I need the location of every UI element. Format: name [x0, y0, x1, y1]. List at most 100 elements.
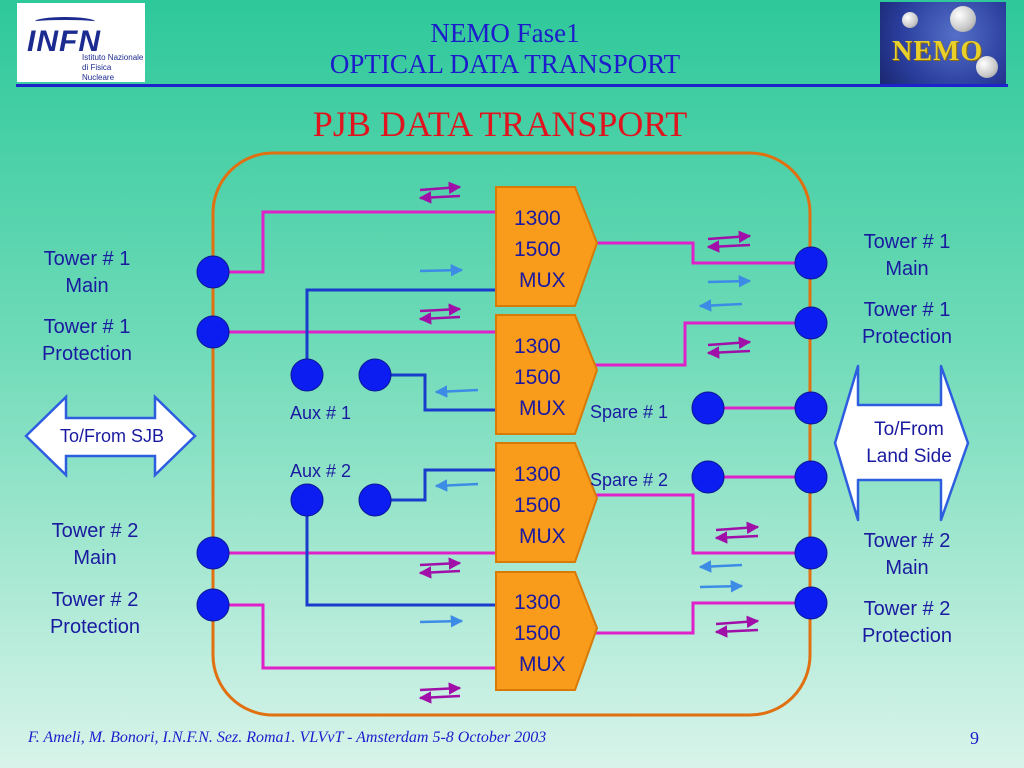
infn-subtitle-line1: Istituto Nazionale — [82, 53, 144, 62]
mux-line2: 1500 — [514, 622, 561, 645]
arrow-right-icon — [707, 336, 752, 350]
connector-node — [358, 358, 392, 392]
right-tower1-main-label: Tower # 1 Main — [842, 229, 972, 283]
arrow-left-icon — [434, 385, 479, 398]
label-line: Main — [885, 258, 929, 280]
title-line1: NEMO Fase1 — [430, 18, 580, 48]
left-tower2-protection-label: Tower # 2 Protection — [30, 587, 160, 641]
mux-block-3: 1300 1500 MUX — [495, 442, 599, 563]
mux-line3: MUX — [519, 269, 566, 292]
right-tower2-protection-label: Tower # 2 Protection — [842, 596, 972, 650]
arrow-right-icon — [715, 615, 760, 629]
label-line: Tower # 2 — [51, 520, 139, 542]
label-line: Main — [885, 557, 929, 579]
arrow-right-icon — [707, 275, 752, 288]
arrow-left-icon — [418, 312, 461, 325]
label-line: Protection — [49, 616, 141, 638]
connector-nodes — [196, 246, 828, 622]
connector-node — [691, 391, 725, 425]
left-tower2-main-label: Tower # 2 Main — [30, 518, 160, 572]
fiber-link — [375, 373, 500, 412]
infn-logo: INFN Istituto Nazionale di Fisica Nuclea… — [17, 3, 145, 82]
arrow-right-icon — [707, 230, 752, 244]
sjb-double-arrow — [24, 394, 197, 478]
right-tower1-protection-label: Tower # 1 Protection — [842, 297, 972, 351]
mux-line3: MUX — [519, 525, 566, 548]
label-line: Protection — [41, 343, 133, 365]
label-line: Tower # 1 — [863, 231, 951, 253]
label-line: Land Side — [866, 446, 952, 467]
mux-line2: 1500 — [514, 238, 561, 261]
fiber-link — [213, 210, 500, 274]
arrow-right-icon — [715, 521, 760, 535]
mux-block-4: 1300 1500 MUX — [495, 571, 599, 691]
label-line: Tower # 2 — [863, 598, 951, 620]
mux-line1: 1300 — [514, 207, 561, 230]
label-line: Main — [65, 275, 109, 297]
label-line: To/From — [874, 419, 944, 440]
label-line: Tower # 2 — [51, 589, 139, 611]
infn-logo-mark: INFN — [27, 25, 101, 58]
connector-node — [358, 483, 392, 517]
fiber-links-blue — [305, 288, 500, 607]
spare1-label: Spare # 1 — [590, 402, 669, 422]
connector-node — [196, 588, 230, 622]
fiber-link — [595, 601, 811, 635]
mux-line1: 1300 — [514, 335, 561, 358]
label-line: Protection — [861, 326, 953, 348]
arrow-left-icon — [434, 479, 479, 492]
aux2-label: Aux # 2 — [290, 461, 352, 481]
mux-block-1: 1300 1500 MUX — [495, 186, 599, 307]
fiber-link — [595, 321, 811, 367]
arrow-left-icon — [418, 191, 461, 204]
fiber-link — [305, 288, 500, 375]
direction-arrows — [419, 264, 752, 628]
mux-shape — [495, 571, 599, 691]
nemo-logo: NEMO — [880, 2, 1006, 84]
connector-node — [196, 536, 230, 570]
mux-line2: 1500 — [514, 494, 561, 517]
arrow-right-icon — [419, 682, 462, 695]
header-divider — [16, 84, 1008, 87]
bidirectional-arrows — [418, 181, 760, 704]
arrow-left-icon — [706, 346, 751, 359]
arrow-right-icon — [419, 264, 464, 277]
footer-credits: F. Ameli, M. Bonori, I.N.F.N. Sez. Roma1… — [28, 729, 547, 746]
fiber-link — [375, 468, 500, 502]
label-line: Protection — [861, 625, 953, 647]
fiber-link — [595, 241, 811, 265]
connector-node — [290, 483, 324, 517]
nemo-logo-word: NEMO — [892, 36, 984, 67]
connector-node — [794, 246, 828, 280]
arrow-left-icon — [714, 625, 759, 638]
mux-line3: MUX — [519, 653, 566, 676]
arrow-left-icon — [714, 531, 759, 544]
infn-logo-subtitle: Istituto Nazionale di Fisica Nucleare — [82, 53, 145, 83]
pjb-frame — [211, 151, 812, 717]
left-tower1-protection-label: Tower # 1 Protection — [22, 314, 152, 368]
aux1-label: Aux # 1 — [290, 403, 352, 423]
arrow-left-icon — [418, 566, 461, 579]
mux-shape — [495, 442, 599, 563]
label-line: Tower # 1 — [863, 299, 951, 321]
arrow-left-icon — [698, 299, 743, 312]
arrow-right-icon — [419, 181, 462, 195]
arrow-right-icon — [419, 615, 464, 628]
mux-shape — [495, 314, 599, 435]
land-side-arrow-shape — [833, 364, 970, 522]
to-from-land-label: To/From Land Side — [850, 416, 968, 470]
label-line: Tower # 2 — [863, 530, 951, 552]
logo-sphere-icon — [902, 12, 918, 28]
arrow-right-icon — [699, 580, 744, 593]
label-line: Tower # 1 — [43, 248, 131, 270]
connector-node — [794, 460, 828, 494]
label-line: Main — [73, 547, 117, 569]
infn-subtitle-line2: di Fisica Nucleare — [82, 63, 115, 82]
title-line2: OPTICAL DATA TRANSPORT — [329, 49, 681, 79]
fiber-link — [595, 493, 811, 555]
fiber-link — [305, 500, 500, 607]
mux-line1: 1300 — [514, 463, 561, 486]
logo-sphere-icon — [950, 6, 976, 32]
mux-shape — [495, 186, 599, 307]
